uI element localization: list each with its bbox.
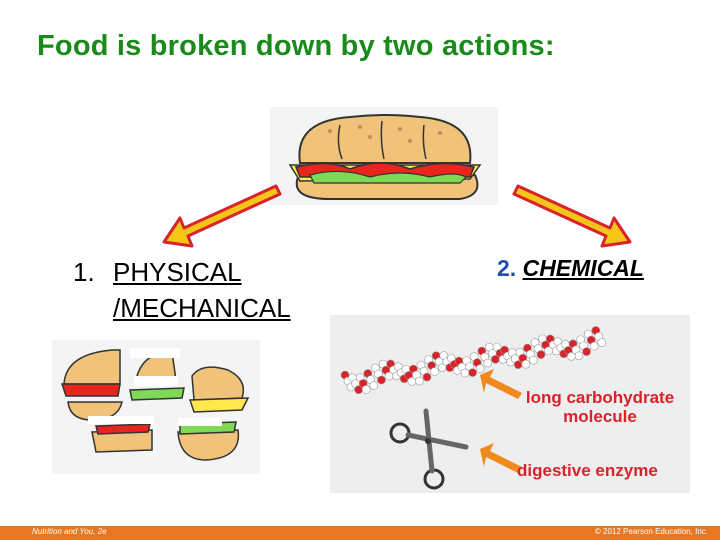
pointer-arrow-carb-icon — [480, 369, 522, 399]
physical-label: 1. PHYSICAL /MECHANICAL — [73, 254, 291, 326]
carbohydrate-label: long carbohydrate molecule — [515, 388, 685, 426]
pointer-arrow-enzyme-icon — [480, 443, 522, 473]
footer-book-title: Nutrition and You, 2e — [32, 527, 107, 536]
carbohydrate-molecule-image — [340, 326, 607, 395]
enzyme-label: digestive enzyme — [517, 461, 658, 480]
scissors-icon — [389, 408, 469, 490]
chemical-number: 2. — [497, 255, 517, 281]
footer-bar: Nutrition and You, 2e © 2012 Pearson Edu… — [0, 526, 720, 540]
chemical-label: 2. CHEMICAL — [497, 255, 644, 282]
arrow-right-icon — [512, 184, 632, 248]
footer-copyright: © 2012 Pearson Education, Inc. — [594, 527, 708, 536]
chemical-text: CHEMICAL — [522, 255, 644, 281]
carbohydrate-label-line2: molecule — [563, 407, 637, 426]
arrow-left-icon — [162, 184, 282, 248]
sandwich-image — [270, 107, 498, 205]
molecule-panel — [330, 315, 690, 493]
physical-line1: PHYSICAL — [113, 257, 242, 287]
carbohydrate-label-line1: long carbohydrate — [525, 388, 675, 407]
physical-number: 1. — [73, 257, 95, 287]
sandwich-pieces-image — [52, 340, 260, 474]
physical-line2: /MECHANICAL — [113, 293, 291, 323]
slide-title: Food is broken down by two actions: — [37, 30, 555, 62]
